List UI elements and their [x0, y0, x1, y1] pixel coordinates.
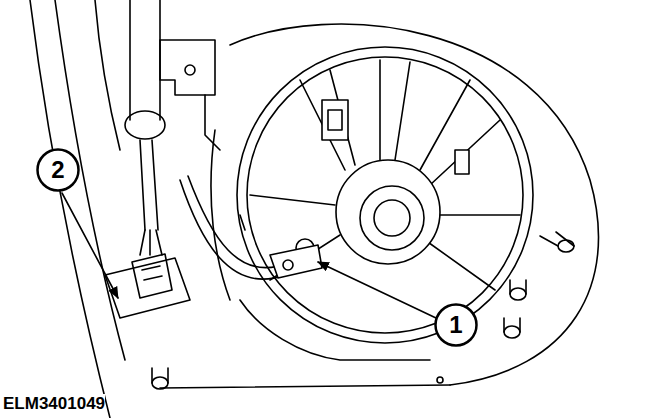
- callout-circle: 1: [434, 303, 478, 347]
- callout-number: 1: [434, 311, 478, 339]
- figure-code: ELM3401049: [3, 394, 105, 414]
- callout-circle: 2: [36, 148, 80, 192]
- callout-number: 2: [36, 156, 80, 184]
